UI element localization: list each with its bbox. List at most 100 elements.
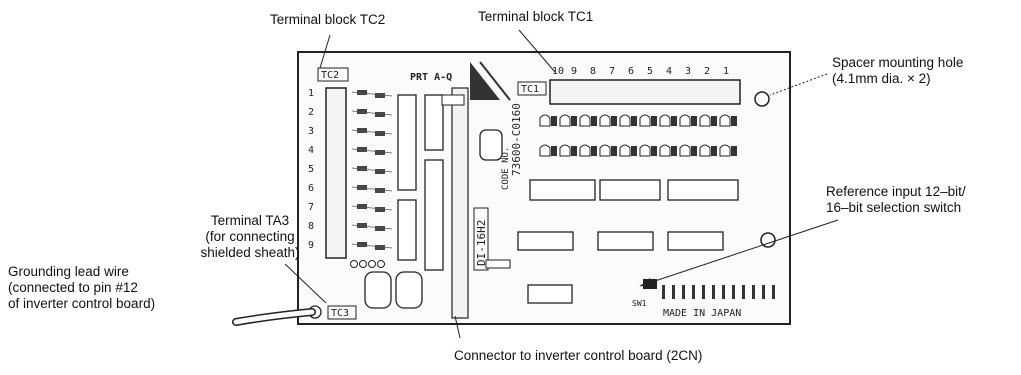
diode-component (639, 144, 651, 157)
header-pins-row (662, 285, 775, 299)
diode-component (679, 114, 691, 127)
resistor (375, 93, 385, 98)
module-label: DI-16H2 (475, 220, 488, 266)
diode-component (699, 114, 711, 127)
spacer-mounting-hole-top (754, 91, 770, 107)
ic-chip-ic5 (397, 199, 417, 261)
ic-chip-row1-a (529, 179, 596, 201)
tc2-pin-number: 5 (308, 164, 314, 175)
callout-spacer-hole: Spacer mounting hole (4.1mm dia. × 2) (832, 55, 963, 87)
header-component (441, 94, 465, 106)
leader-tc2 (319, 34, 331, 69)
code-no-value: 73600-C0160 (510, 103, 523, 176)
tc2-pin-number: 9 (308, 240, 314, 251)
tc1-pin-number: 7 (609, 66, 615, 77)
trace (351, 186, 393, 192)
resistor-array-left (350, 90, 393, 268)
resistor-small (591, 116, 597, 126)
tc1-pin-number: 9 (571, 66, 577, 77)
resistor-small (591, 146, 597, 156)
tc1-pin-number: 6 (628, 66, 634, 77)
callout-grounding-wire: Grounding lead wire (connected to pin #1… (8, 264, 155, 312)
ic-chip-row3 (527, 284, 573, 304)
diode-array (539, 114, 737, 157)
tc2-board-label: TC2 (321, 70, 339, 81)
trace (351, 224, 393, 230)
ic-chip-row2-b (597, 231, 654, 251)
header-pin (742, 285, 745, 299)
diode-component (659, 144, 671, 157)
board-logo-mark (470, 62, 500, 100)
resistor (357, 185, 367, 190)
callout-spacer-line-2: (4.1mm dia. × 2) (832, 71, 931, 86)
resistor-small (731, 146, 737, 156)
tc1-pin-number: 1 (723, 66, 729, 77)
resistor-small (651, 146, 657, 156)
tc2-pin-number: 6 (308, 183, 314, 194)
diode-component (579, 144, 591, 157)
tc2-pin-number: 1 (308, 88, 314, 99)
leader-ta3 (284, 263, 327, 304)
resistor (375, 188, 385, 193)
resistor-cluster (485, 259, 511, 269)
header-pin (752, 285, 755, 299)
ic-chip-row1-b (599, 179, 661, 201)
resistor-small (551, 116, 557, 126)
diode-component (599, 114, 611, 127)
header-pin (702, 285, 705, 299)
diode-component (619, 114, 631, 127)
ic-chip-ic1 (397, 94, 417, 191)
resistor-small (631, 116, 637, 126)
tc2-label-box (317, 67, 349, 82)
diode-component (559, 144, 571, 157)
diode-component (679, 144, 691, 157)
tc2-pin-number: 3 (308, 126, 314, 137)
tc1-pin-number: 2 (704, 66, 710, 77)
tc1-pin-number: 3 (685, 66, 691, 77)
callout-ta3-line-1: Terminal TA3 (210, 213, 290, 228)
tc1-pin-number: 8 (590, 66, 596, 77)
trace (351, 91, 393, 97)
header-pin (692, 285, 695, 299)
diode (350, 260, 358, 268)
resistor (375, 112, 385, 117)
callout-ref-line-2: 16–bit selection switch (826, 200, 962, 215)
resistor-small (551, 146, 557, 156)
resistor (357, 128, 367, 133)
terminal-block-tc1 (549, 79, 741, 105)
tc1-pin-number: 4 (666, 66, 672, 77)
diode-component (699, 144, 711, 157)
trace (351, 148, 393, 154)
resistor (357, 90, 367, 95)
trace (351, 129, 393, 135)
callout-ground-line-2: (connected to pin #12 (8, 280, 138, 295)
resistor (357, 166, 367, 171)
leader-ref-switch (639, 219, 839, 287)
leader-ref-switch-arrow (640, 278, 652, 286)
switch-label: SW1 (632, 299, 647, 308)
header-pin (662, 285, 665, 299)
resistor-small (611, 116, 617, 126)
capacitor-c16 (395, 271, 423, 309)
board-header-text: PRT A-Q (410, 72, 452, 83)
callout-ta3-line-3: shielded sheath) (200, 245, 300, 260)
header-pin (682, 285, 685, 299)
code-no-label: CODE NO. (501, 147, 511, 190)
tc1-pin-number: 10 (552, 66, 564, 77)
resistor (357, 147, 367, 152)
diode-component (659, 114, 671, 127)
tc2-pin-number: 7 (308, 202, 314, 213)
header-pin (732, 285, 735, 299)
header-pin (772, 285, 775, 299)
callout-reference-switch: Reference input 12–bit/ 16–bit selection… (826, 184, 966, 216)
spacer-mounting-hole-bottom (760, 232, 776, 248)
tc2-pin-number: 4 (308, 145, 314, 156)
resistor-small (731, 116, 737, 126)
callout-terminal-ta3: Terminal TA3 (for connecting shielded sh… (170, 213, 330, 261)
diode-component (579, 114, 591, 127)
resistor-small (671, 146, 677, 156)
diode-component (619, 144, 631, 157)
callout-ground-line-1: Grounding lead wire (8, 264, 129, 279)
callout-terminal-block-tc2: Terminal block TC2 (270, 12, 386, 27)
